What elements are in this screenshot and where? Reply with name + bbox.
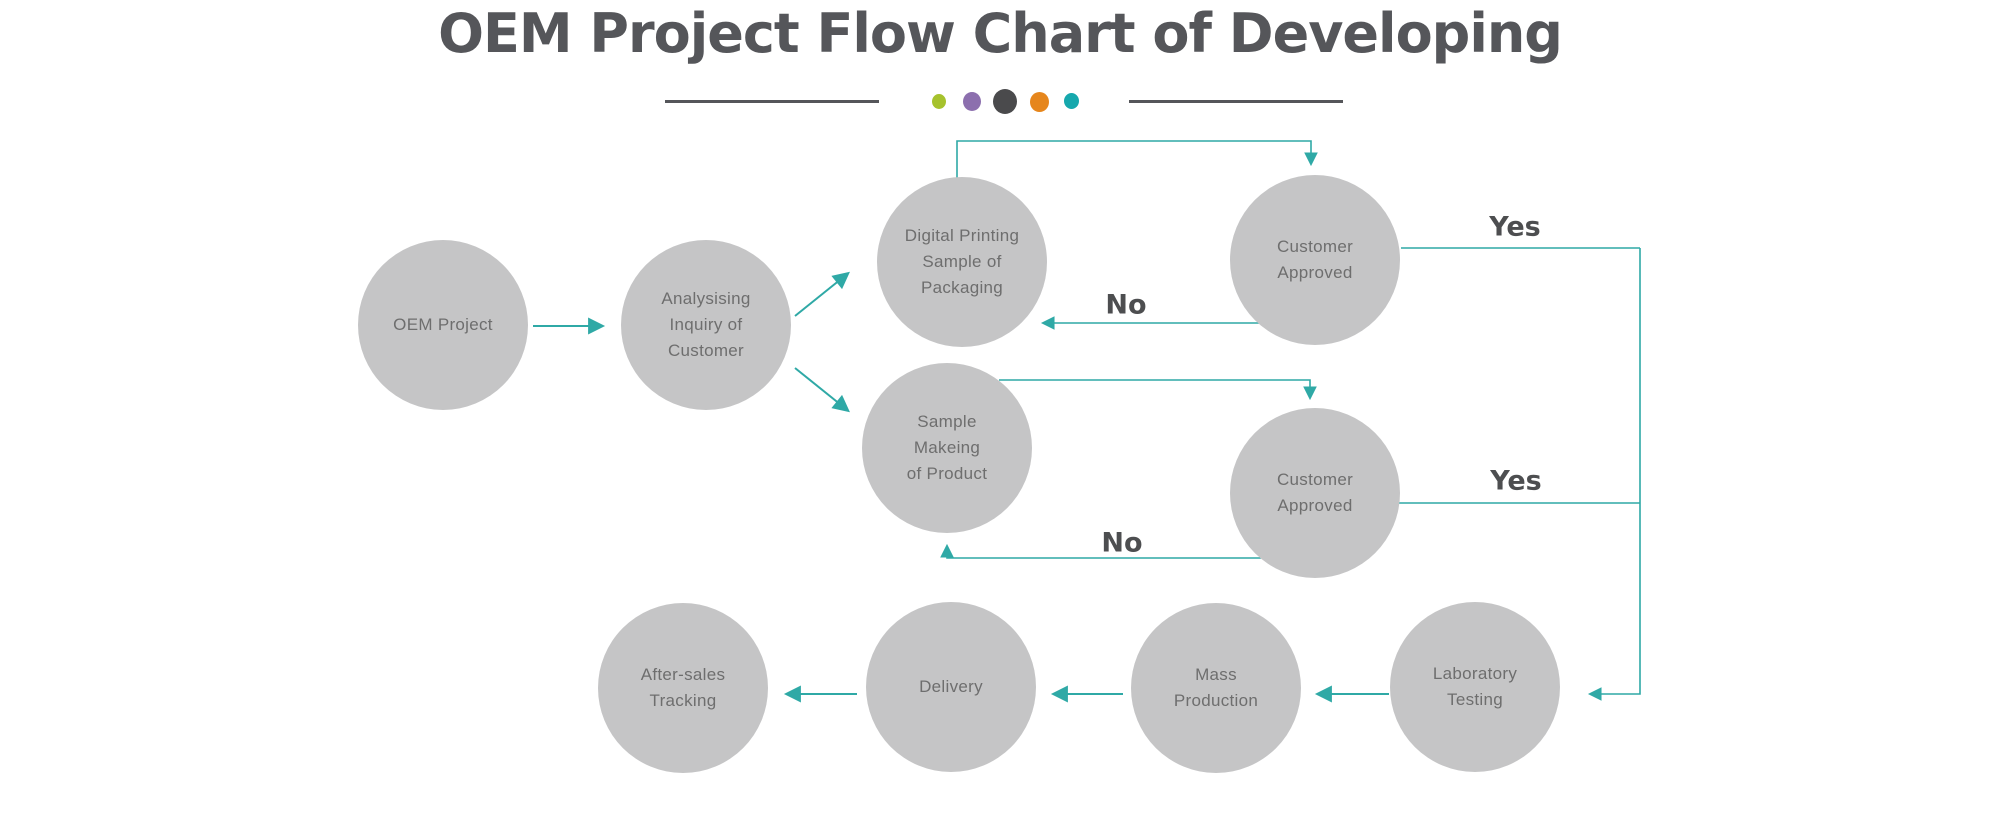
divider-dot-orange-icon (1030, 92, 1049, 112)
node-delivery: Delivery (866, 602, 1036, 772)
node-label: Customer Approved (1276, 470, 1354, 515)
arrow-analysing-to-sample (794, 367, 850, 413)
node-laboratory-testing: Laboratory Testing (1390, 602, 1560, 772)
node-after-sales-tracking: After-sales Tracking (598, 603, 768, 773)
divider-dot-green-icon (932, 94, 946, 109)
edge-label-yes-product: Yes (1490, 465, 1542, 497)
edge-label-no-product: No (1101, 527, 1143, 559)
node-analysing-inquiry: Analysising Inquiry of Customer (621, 240, 791, 410)
divider-line-left (665, 100, 879, 103)
node-label: Delivery (919, 677, 983, 696)
edge-label-no-packaging: No (1105, 289, 1147, 321)
divider-dot-purple-icon (963, 92, 981, 111)
node-label: OEM Project (393, 315, 493, 334)
node-label: After-sales Tracking (640, 665, 726, 710)
node-digital-printing-sample: Digital Printing Sample of Packaging (877, 177, 1047, 347)
node-oem-project: OEM Project (358, 240, 528, 410)
arrow-no-approval-to-sample (940, 543, 1261, 559)
node-label: Sample Makeing of Product (906, 412, 988, 483)
divider-dot-dark-icon (993, 89, 1017, 114)
arrow-analysing-to-printing (794, 271, 850, 317)
node-label: Laboratory Testing (1432, 664, 1518, 709)
arrow-sample-to-approval (999, 379, 1317, 401)
divider-line-right (1129, 100, 1343, 103)
node-label: Analysising Inquiry of Customer (661, 289, 751, 360)
node-sample-making-product: Sample Makeing of Product (862, 363, 1032, 533)
page-title: OEM Project Flow Chart of Developing (438, 2, 1563, 65)
arrow-printing-to-approval (956, 140, 1318, 178)
node-customer-approved-packaging: Customer Approved (1230, 175, 1400, 345)
node-label: Mass Production (1173, 665, 1259, 710)
divider-dot-teal-icon (1064, 93, 1079, 109)
node-customer-approved-product: Customer Approved (1230, 408, 1400, 578)
edge-label-yes-packaging: Yes (1489, 211, 1541, 243)
node-mass-production: Mass Production (1131, 603, 1301, 773)
node-label: Digital Printing Sample of Packaging (904, 226, 1020, 297)
arrow-yes-to-laboratory (1587, 248, 1641, 701)
node-label: Customer Approved (1276, 237, 1354, 282)
